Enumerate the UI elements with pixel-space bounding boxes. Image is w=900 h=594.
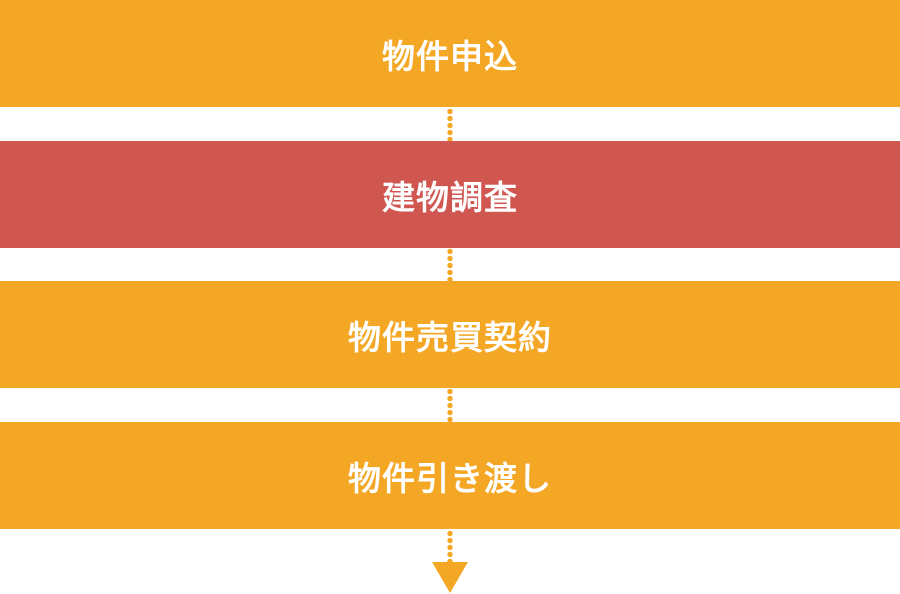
arrow-down-icon <box>432 562 468 593</box>
dotted-connector <box>447 108 453 141</box>
flow-step-label: 建物調査 <box>382 177 518 217</box>
flow-step-property-application: 物件申込 <box>0 0 900 107</box>
flow-step-sales-contract: 物件売買契約 <box>0 281 900 388</box>
dotted-connector <box>447 248 453 281</box>
dotted-connector <box>447 530 453 562</box>
dotted-connector <box>447 388 453 422</box>
flow-step-building-inspection: 建物調査 <box>0 141 900 248</box>
flow-step-property-handover: 物件引き渡し <box>0 422 900 529</box>
flow-step-label: 物件引き渡し <box>348 458 552 498</box>
flow-step-label: 物件申込 <box>382 36 518 76</box>
flow-step-label: 物件売買契約 <box>348 317 552 357</box>
